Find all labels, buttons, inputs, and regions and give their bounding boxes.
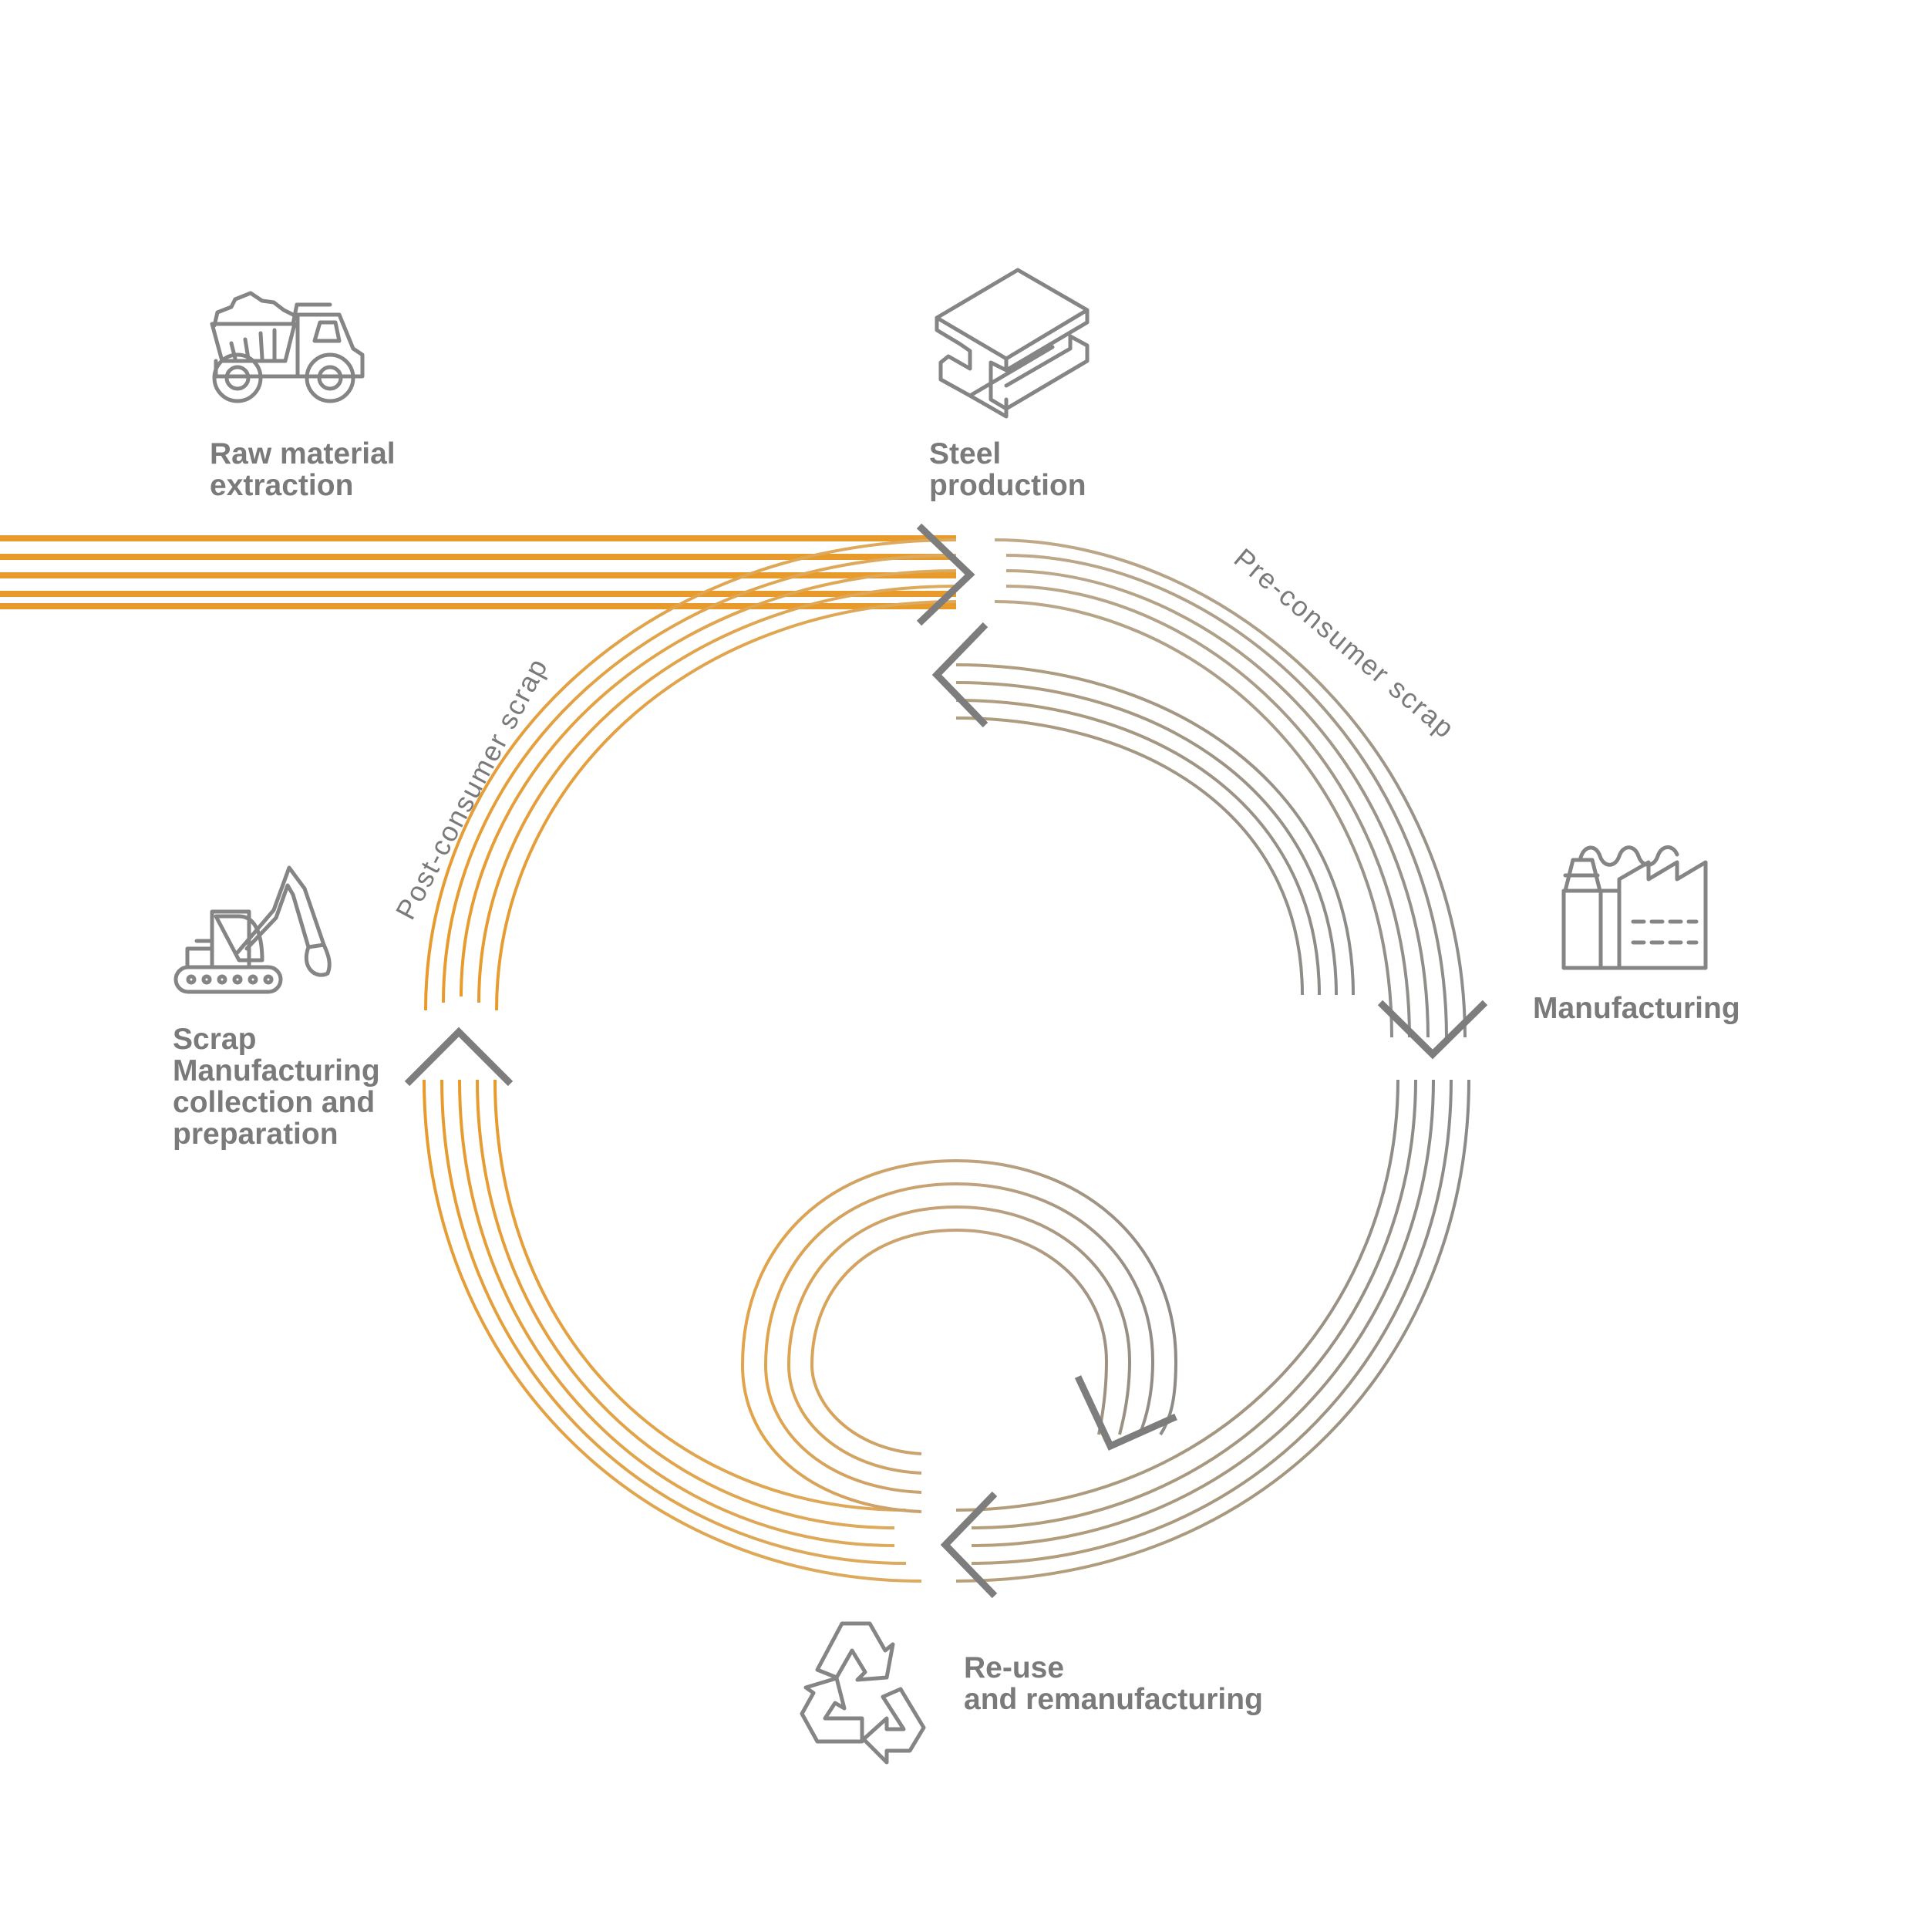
manufacturing-to-reuse-arcs — [955, 1079, 1470, 1583]
reuse-inner-loop-arcs — [740, 1158, 1178, 1513]
raw-material-input-lines — [0, 535, 956, 609]
steel-production-label: Steel production — [929, 437, 1086, 502]
scrap-label: Scrap Manufacturing collection and prepa… — [173, 1023, 389, 1151]
chevron-scrap — [404, 1027, 514, 1087]
chevron-reuse — [940, 1491, 998, 1599]
chevron-steel-input — [916, 523, 975, 626]
flow-chevrons — [404, 523, 1488, 1599]
manufacturing-label: Manufacturing — [1533, 992, 1740, 1025]
pre-consumer-outer-arcs — [994, 538, 1467, 1038]
recycle-icon — [800, 1621, 926, 1765]
post-consumer-label: Post-consumer scrap — [389, 652, 554, 925]
reuse-to-scrap-arcs — [423, 1079, 922, 1583]
factory-icon — [1561, 845, 1708, 970]
reuse-label: Re-use and remanufacturing — [964, 1651, 1263, 1716]
excavator-icon — [173, 865, 332, 994]
chevron-steel-return — [931, 622, 988, 728]
pre-consumer-return-arcs — [955, 663, 1355, 996]
steel-beam-icon — [935, 268, 1090, 419]
raw-material-label: Raw material extraction — [210, 437, 403, 502]
dump-truck-icon — [210, 291, 365, 403]
post-consumer-upper-arcs — [424, 538, 957, 1011]
chevron-manufacturing — [1377, 1000, 1488, 1060]
chevron-reuse-inner — [1074, 1375, 1177, 1451]
